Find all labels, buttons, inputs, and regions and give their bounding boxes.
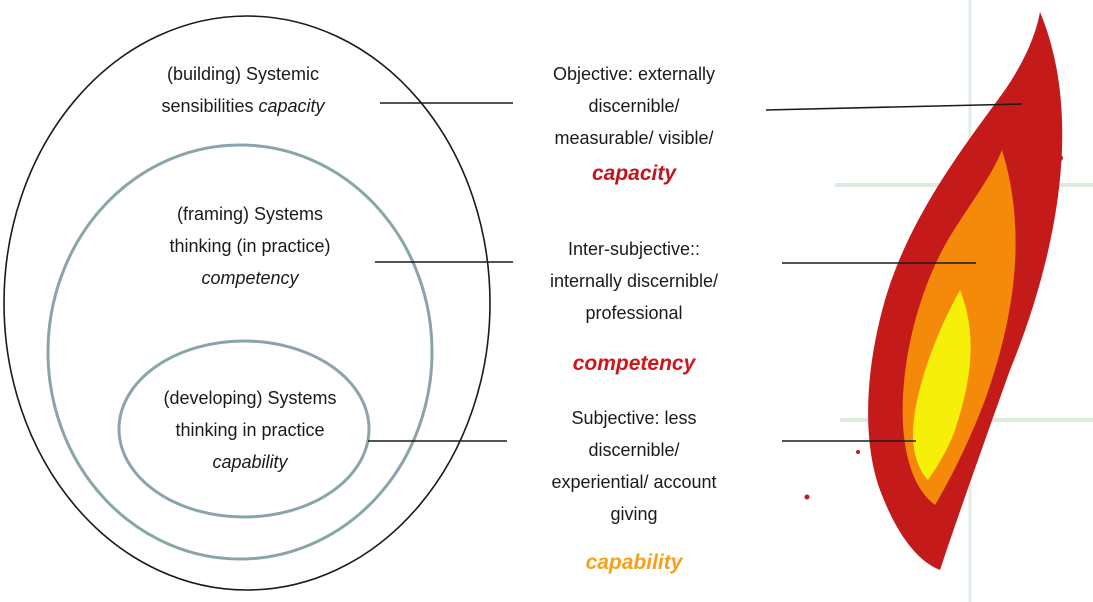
outer-line2-italic: capacity xyxy=(258,96,325,116)
middle-line1: (framing) Systems xyxy=(176,204,324,224)
outer-line1: (building) Systemic xyxy=(166,64,320,84)
capability-keyword: capability xyxy=(585,551,683,574)
objective-line2: discernible/ xyxy=(588,96,680,116)
subjective-line4: giving xyxy=(610,504,658,524)
subjective-line3: experiential/ account xyxy=(551,472,717,492)
intersubjective-line3: professional xyxy=(585,303,683,323)
middle-ellipse xyxy=(46,143,434,561)
inner-line2: thinking in practice xyxy=(175,420,325,440)
inner-line3-italic: capability xyxy=(212,452,288,472)
middle-ellipse-label: (framing) Systems thinking (in practice)… xyxy=(140,198,360,294)
outer-ellipse-label: (building) Systemic sensibilities capaci… xyxy=(133,58,353,122)
capacity-keyword: capacity xyxy=(591,162,677,185)
inner-ellipse-label: (developing) Systems thinking in practic… xyxy=(140,382,360,478)
middle-line2: thinking (in practice) xyxy=(169,236,331,256)
middle-line3: competency xyxy=(140,262,360,294)
intersubjective-block: Inter-subjective:: internally discernibl… xyxy=(514,233,754,329)
competency-keyword: competency xyxy=(572,352,696,375)
outer-ellipse xyxy=(3,15,491,591)
objective-line3: measurable/ visible/ xyxy=(554,128,714,148)
inner-ellipse xyxy=(117,339,371,519)
intersubjective-line1: Inter-subjective:: xyxy=(567,239,701,259)
subjective-line2: discernible/ xyxy=(588,440,680,460)
inner-line3: capability xyxy=(140,446,360,478)
objective-line1: Objective: externally xyxy=(552,64,716,84)
flame-line-capacity xyxy=(765,103,1023,111)
intersubjective-line2: internally discernible/ xyxy=(549,271,719,291)
outer-line2-text: sensibilities xyxy=(161,96,259,116)
flame-icon xyxy=(804,12,1063,570)
middle-line3-italic: competency xyxy=(201,268,299,288)
inner-line1: (developing) Systems xyxy=(163,388,337,408)
outer-line2: sensibilities capacity xyxy=(133,90,353,122)
subjective-block: Subjective: less discernible/ experienti… xyxy=(514,402,754,530)
subjective-line1: Subjective: less xyxy=(571,408,697,428)
objective-block: Objective: externally discernible/ measu… xyxy=(514,58,754,154)
